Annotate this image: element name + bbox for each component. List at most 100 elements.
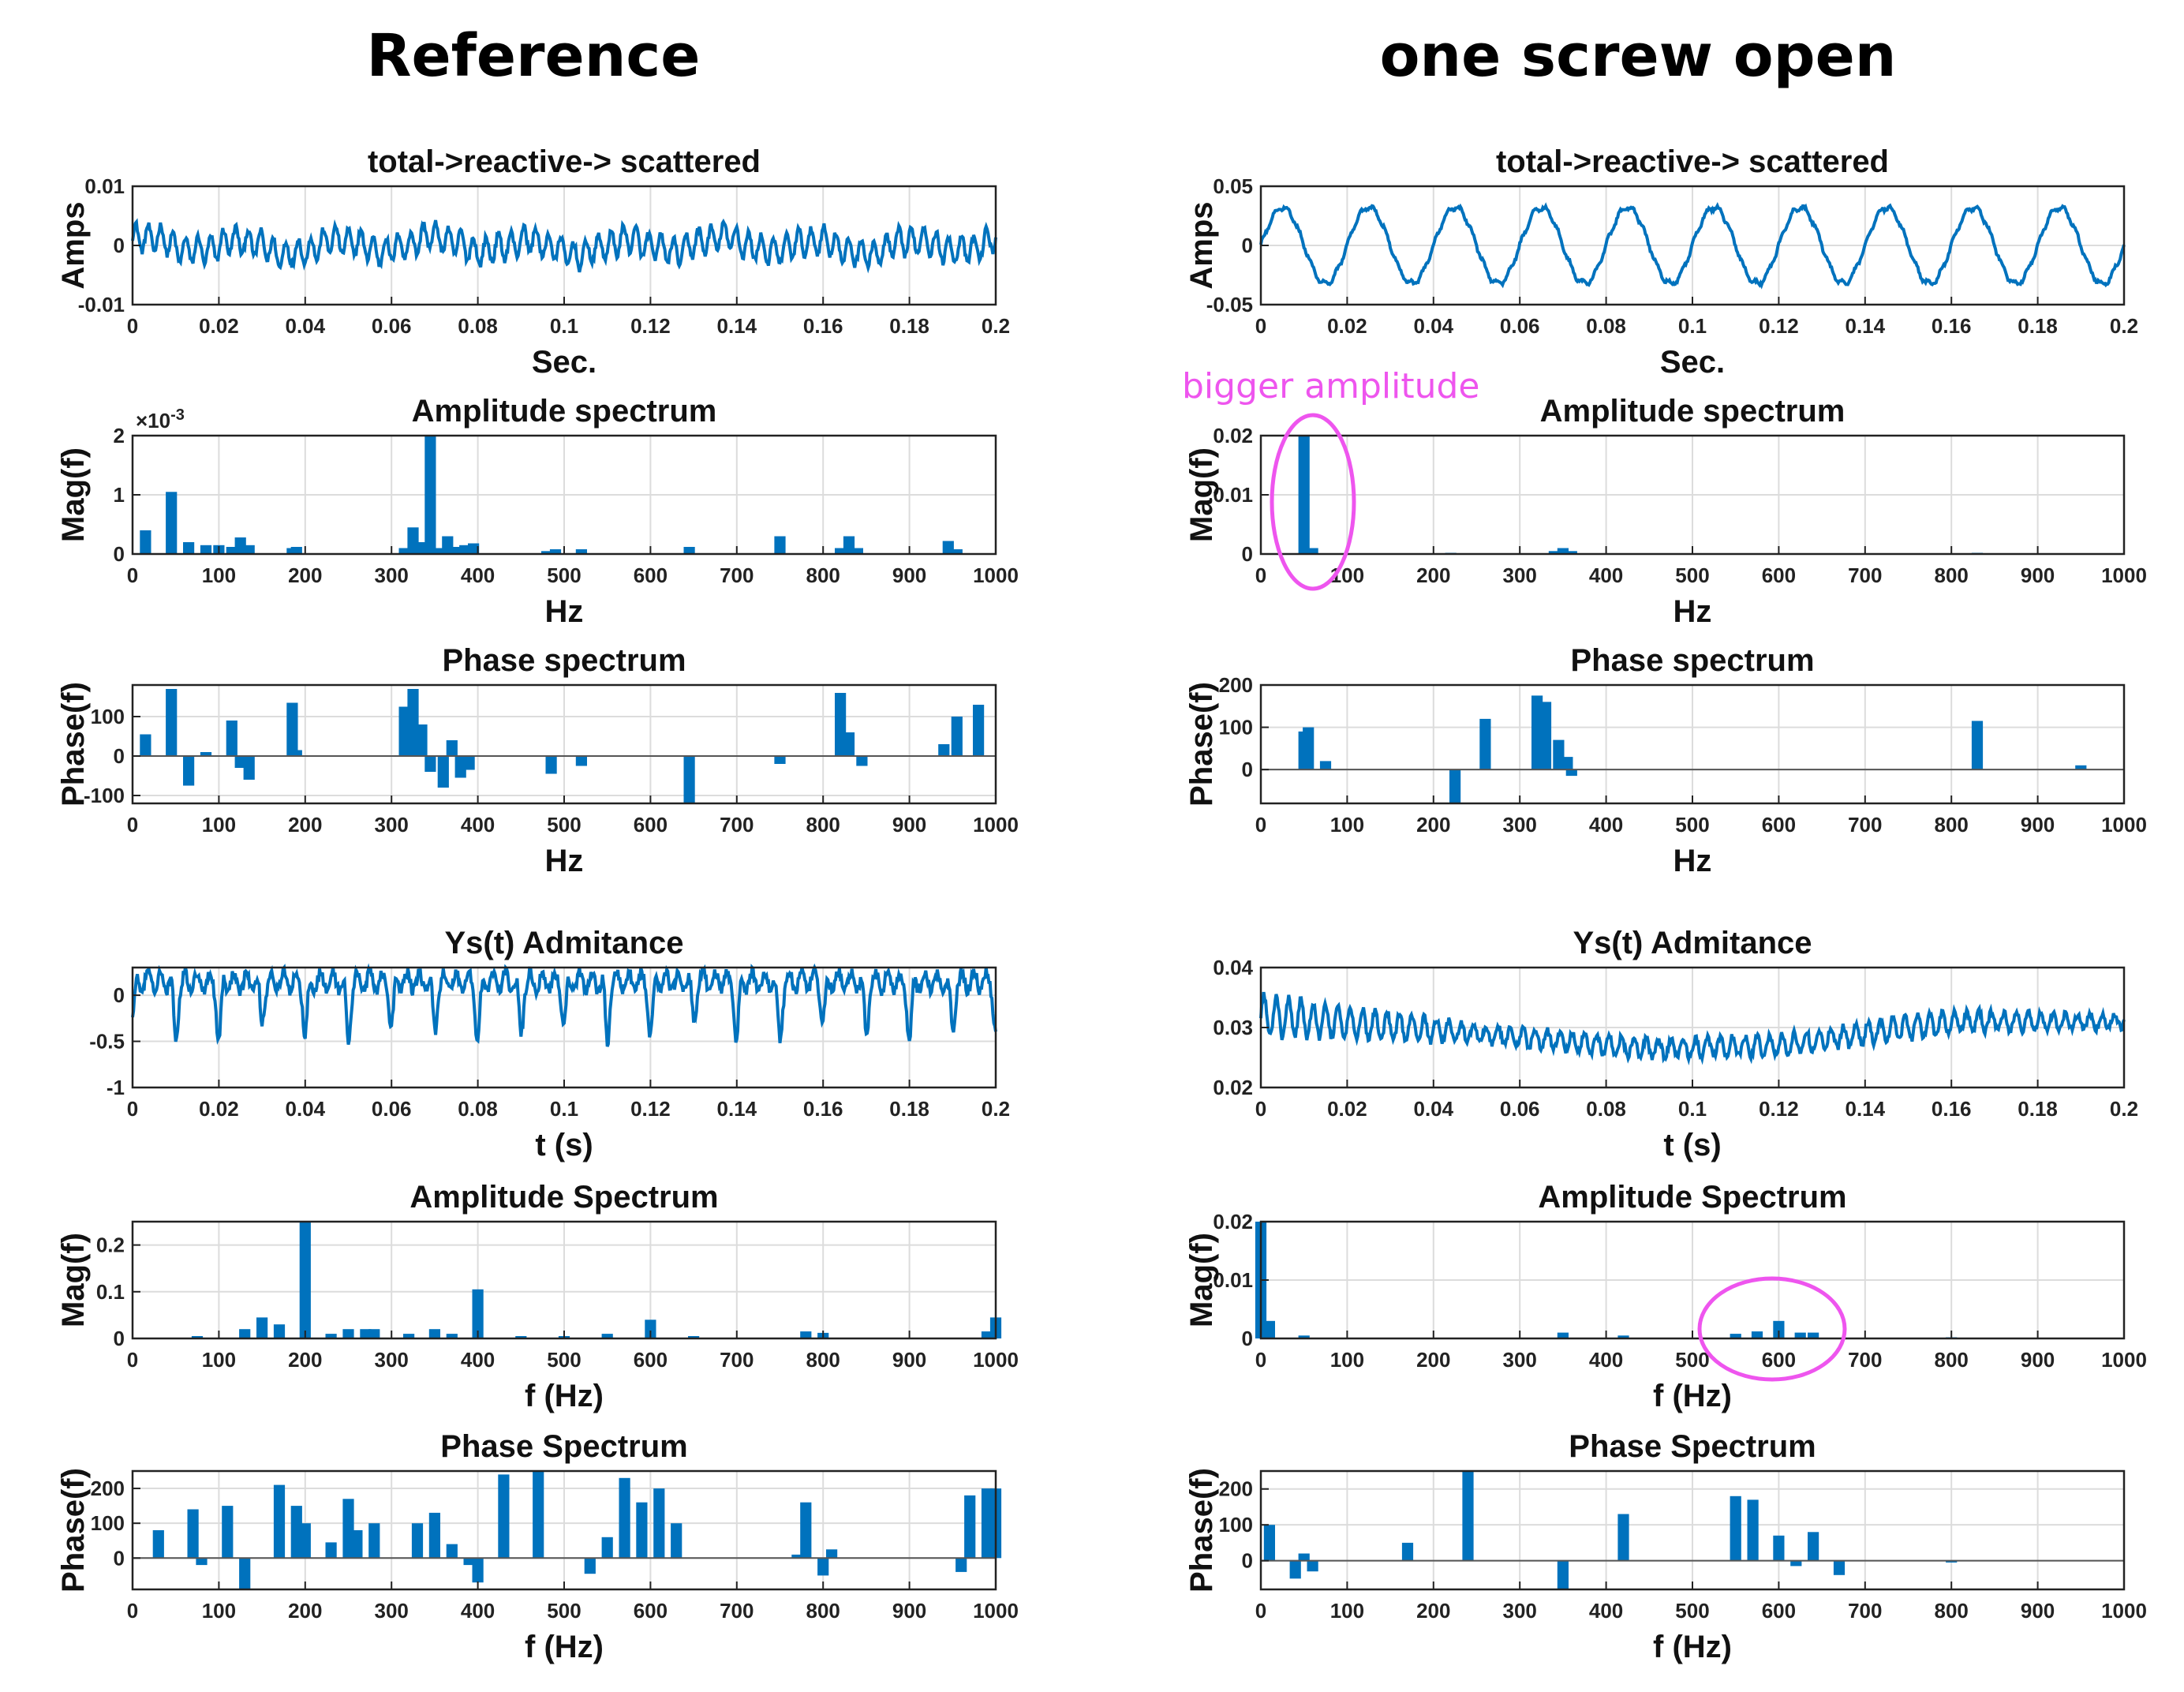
x-tick-label: 200 bbox=[1416, 563, 1450, 587]
plot-title: total->reactive-> scattered bbox=[368, 144, 761, 179]
plot-title: total->reactive-> scattered bbox=[1496, 144, 1889, 179]
bar bbox=[1730, 1495, 1741, 1561]
x-tick-label: 0.12 bbox=[1759, 1097, 1799, 1121]
x-tick-label: 0.08 bbox=[458, 314, 498, 338]
y-tick-label: 0 bbox=[114, 983, 125, 1007]
bar bbox=[191, 1336, 204, 1338]
x-tick-label: 100 bbox=[1330, 1348, 1364, 1372]
bar bbox=[243, 545, 255, 555]
x-tick-label: 1000 bbox=[2101, 1348, 2147, 1372]
bar bbox=[1617, 1335, 1629, 1338]
bar bbox=[683, 756, 695, 803]
x-tick-label: 0 bbox=[127, 1599, 138, 1623]
bar bbox=[1531, 695, 1543, 770]
x-tick-label: 1000 bbox=[973, 563, 1019, 587]
signal-line bbox=[1259, 202, 2126, 290]
bar bbox=[791, 1554, 803, 1559]
x-tick-label: 400 bbox=[1589, 1599, 1623, 1623]
annotations: bigger amplitude bbox=[1182, 366, 1847, 1382]
y-tick-label: 0.03 bbox=[1213, 1016, 1253, 1039]
bar bbox=[541, 551, 553, 555]
x-axis-label: t (s) bbox=[535, 1128, 593, 1162]
plot-title: Phase spectrum bbox=[1570, 643, 1814, 678]
x-tick-label: 0.02 bbox=[199, 314, 239, 338]
bar bbox=[835, 693, 847, 756]
bar bbox=[683, 547, 695, 554]
bar bbox=[1557, 1332, 1569, 1338]
x-tick-label: 200 bbox=[1416, 1599, 1450, 1623]
bar bbox=[981, 1331, 993, 1338]
bar bbox=[442, 536, 454, 554]
x-tick-label: 500 bbox=[547, 1599, 581, 1623]
x-tick-label: 0 bbox=[1255, 314, 1266, 338]
x-tick-label: 0.18 bbox=[2018, 1097, 2058, 1121]
y-tick-label: -0.01 bbox=[78, 293, 125, 316]
x-tick-label: 0 bbox=[127, 314, 138, 338]
x-tick-label: 700 bbox=[1848, 1348, 1882, 1372]
highlight-ellipse-50hz bbox=[1270, 413, 1356, 591]
x-tick-label: 400 bbox=[1589, 1348, 1623, 1372]
bar bbox=[817, 1558, 829, 1576]
bar bbox=[1289, 1560, 1301, 1579]
x-tick-label: 0.16 bbox=[1932, 314, 1972, 338]
y-tick-label: 0.01 bbox=[1213, 1268, 1253, 1292]
bar bbox=[981, 1488, 993, 1559]
x-axis-label: f (Hz) bbox=[525, 1379, 604, 1413]
bar bbox=[1751, 1331, 1763, 1338]
x-tick-label: 900 bbox=[892, 563, 926, 587]
x-tick-label: 700 bbox=[720, 563, 754, 587]
bar bbox=[1319, 761, 1332, 770]
bar bbox=[515, 1336, 527, 1338]
y-tick-label: 0.02 bbox=[1213, 424, 1253, 447]
x-tick-label: 400 bbox=[461, 813, 495, 837]
y-tick-label: 2 bbox=[114, 424, 125, 447]
x-tick-label: 0.04 bbox=[1413, 1097, 1453, 1121]
x-tick-label: 100 bbox=[202, 1599, 236, 1623]
bar bbox=[424, 436, 436, 554]
bar bbox=[290, 750, 302, 756]
x-tick-label: 900 bbox=[2021, 813, 2055, 837]
bar bbox=[299, 1523, 311, 1559]
plot-title: Amplitude spectrum bbox=[1540, 394, 1846, 429]
x-tick-label: 800 bbox=[806, 563, 840, 587]
x-tick-label: 0.14 bbox=[716, 1097, 757, 1121]
bar bbox=[290, 547, 302, 554]
y-axis-label: Mag(f) bbox=[1184, 447, 1219, 542]
bar bbox=[1298, 436, 1310, 554]
bar bbox=[451, 547, 462, 554]
x-tick-label: 600 bbox=[634, 1348, 668, 1372]
bar bbox=[1479, 718, 1491, 770]
x-tick-label: 0.14 bbox=[1845, 1097, 1885, 1121]
bar bbox=[325, 1334, 337, 1338]
x-tick-label: 700 bbox=[1848, 563, 1882, 587]
bar bbox=[956, 1558, 967, 1572]
x-tick-label: 400 bbox=[461, 563, 495, 587]
x-tick-label: 0.16 bbox=[803, 1097, 843, 1121]
bar bbox=[1565, 769, 1577, 777]
bar bbox=[1773, 1320, 1785, 1338]
y-tick-label: 0.01 bbox=[84, 174, 125, 198]
x-axis-label: Hz bbox=[545, 594, 584, 629]
bar bbox=[1971, 721, 1984, 770]
y-tick-label: -0.05 bbox=[1206, 293, 1253, 316]
bar bbox=[653, 1488, 665, 1559]
bar bbox=[368, 1523, 380, 1559]
x-tick-label: 500 bbox=[547, 563, 581, 587]
bar bbox=[688, 1336, 700, 1338]
x-tick-label: 0.16 bbox=[803, 314, 843, 338]
bar bbox=[286, 702, 298, 756]
x-tick-label: 200 bbox=[288, 1348, 322, 1372]
x-tick-label: 500 bbox=[1675, 563, 1709, 587]
bar bbox=[472, 1289, 484, 1338]
bar bbox=[1730, 1334, 1741, 1338]
bar bbox=[1794, 1332, 1806, 1338]
bar bbox=[545, 756, 557, 774]
x-axis-label: f (Hz) bbox=[1653, 1630, 1732, 1664]
bar bbox=[407, 527, 419, 555]
bar bbox=[454, 756, 466, 778]
bar bbox=[234, 756, 246, 768]
bar bbox=[774, 756, 786, 764]
